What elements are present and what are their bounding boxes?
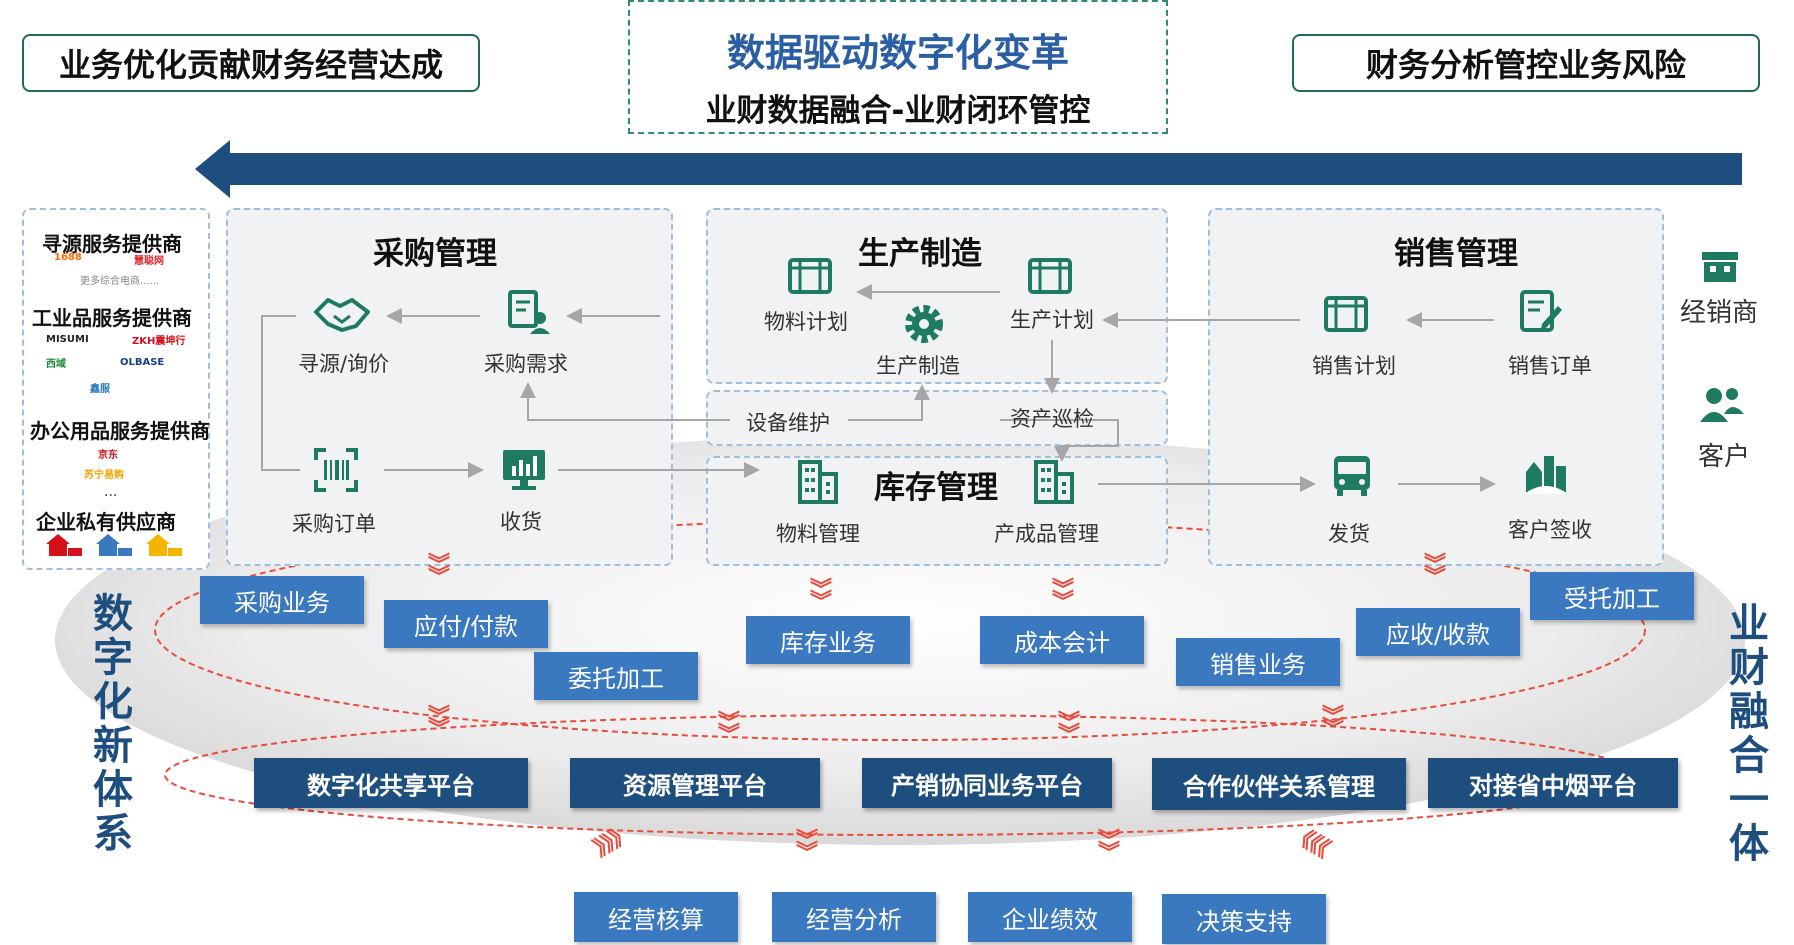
chevron-down-icon: ︾︾ xyxy=(1052,578,1074,615)
logo-more: 更多综合电商...... xyxy=(80,276,160,287)
chevron-down-icon: ︾︾ xyxy=(1098,829,1120,866)
logo-xinfu: 鑫服 xyxy=(90,384,110,395)
purchase-title: 采购管理 xyxy=(373,236,497,272)
left-vertical-label: 数字化新体系 xyxy=(93,591,133,857)
sales-title: 销售管理 xyxy=(1394,236,1518,272)
biz-outsource[interactable]: 委托加工 xyxy=(534,652,698,700)
calendar-plan-icon xyxy=(1324,296,1368,332)
maintenance-panel xyxy=(706,390,1168,446)
node-demand[interactable]: 采购需求 xyxy=(484,352,568,376)
center-title: 数据驱动数字化变革 xyxy=(726,31,1069,75)
customer-group-icon xyxy=(1700,388,1744,422)
supplier-group-sourcing: 寻源服务提供商 xyxy=(42,232,182,256)
platform-shared[interactable]: 数字化共享平台 xyxy=(254,758,528,808)
analysis-decision[interactable]: 决策支持 xyxy=(1162,894,1326,944)
calendar-plan-icon xyxy=(1028,258,1072,294)
gear-icon xyxy=(905,305,943,343)
logo-olbase: OLBASE xyxy=(120,357,165,368)
biz-cost-accounting[interactable]: 成本会计 xyxy=(980,616,1144,664)
platform-resource[interactable]: 资源管理平台 xyxy=(570,758,820,808)
private-supplier-icons xyxy=(46,534,182,556)
supplier-group-office: 办公用品服务提供商 xyxy=(30,419,210,443)
document-user-icon xyxy=(508,290,550,334)
chevron-down-icon: ︾︾ xyxy=(796,829,818,866)
node-maintenance[interactable]: 设备维护 xyxy=(746,411,830,435)
bus-icon xyxy=(1334,456,1370,496)
chevron-down-icon: ︾︾ xyxy=(1424,553,1446,590)
store-icon xyxy=(1702,252,1738,282)
header-right: 财务分析管控业务风险 xyxy=(1292,34,1760,92)
biz-sales[interactable]: 销售业务 xyxy=(1176,638,1340,686)
biz-purchase[interactable]: 采购业务 xyxy=(200,576,364,624)
chevron-down-icon: ︾︾ xyxy=(1322,705,1344,742)
node-sourcing[interactable]: 寻源/询价 xyxy=(298,352,390,376)
node-purchase-order[interactable]: 采购订单 xyxy=(292,512,376,536)
building-icon xyxy=(798,460,838,504)
node-production-plan[interactable]: 生产计划 xyxy=(1010,308,1094,332)
chevron-down-icon: ︾︾ xyxy=(1058,711,1080,748)
right-vertical-label: 业财融合一体 xyxy=(1729,601,1769,867)
chevron-down-icon: ︾︾ xyxy=(718,711,740,748)
biz-payable[interactable]: 应付/付款 xyxy=(384,600,548,648)
center-subtitle: 业财数据融合-业财闭环管控 xyxy=(705,93,1091,129)
chevron-down-icon: ︾︾ xyxy=(810,578,832,615)
node-finished-goods[interactable]: 产成品管理 xyxy=(994,522,1099,546)
calendar-plan-icon xyxy=(788,258,832,294)
production-panel xyxy=(706,208,1168,384)
biz-contract-processing[interactable]: 受托加工 xyxy=(1530,572,1694,620)
customer-label: 客户 xyxy=(1698,442,1751,472)
platform-tobacco[interactable]: 对接省中烟平台 xyxy=(1428,758,1678,808)
platform-collaboration[interactable]: 产销协同业务平台 xyxy=(862,758,1112,808)
biz-inventory[interactable]: 库存业务 xyxy=(746,616,910,664)
logo-suning: 苏宁易购 xyxy=(84,470,124,481)
node-ship[interactable]: 发货 xyxy=(1328,522,1370,546)
dealer-label: 经销商 xyxy=(1680,298,1759,328)
supplier-group-industrial: 工业品服务提供商 xyxy=(32,306,192,330)
analysis-operations[interactable]: 经营分析 xyxy=(772,892,936,942)
logo-misumi: MISUMI xyxy=(46,334,89,345)
sales-panel xyxy=(1208,208,1664,566)
node-manufacturing[interactable]: 生产制造 xyxy=(876,354,960,378)
building-icon xyxy=(1034,460,1074,504)
inventory-title: 库存管理 xyxy=(874,470,998,506)
biz-receivable[interactable]: 应收/收款 xyxy=(1356,608,1520,656)
inventory-panel xyxy=(706,456,1168,566)
logo-xiyu: 西域 xyxy=(46,359,66,370)
edit-document-icon xyxy=(1520,290,1562,332)
supplier-dots: ... xyxy=(104,484,118,500)
node-receive[interactable]: 收货 xyxy=(500,510,542,534)
analysis-performance[interactable]: 企业绩效 xyxy=(968,892,1132,942)
analysis-accounting[interactable]: 经营核算 xyxy=(574,892,738,942)
supplier-group-private: 企业私有供应商 xyxy=(36,510,176,534)
logo-zkh: ZKH震坤行 xyxy=(132,336,186,347)
node-material-plan[interactable]: 物料计划 xyxy=(764,310,848,334)
flow-arrow xyxy=(195,140,1742,198)
header-center: 数据驱动数字化变革 业财数据融合-业财闭环管控 xyxy=(628,0,1168,134)
node-sales-plan[interactable]: 销售计划 xyxy=(1312,354,1396,378)
customer-sign-icon xyxy=(1524,456,1568,494)
logo-1688: 1688 xyxy=(54,252,82,263)
production-title: 生产制造 xyxy=(858,236,982,272)
header-left: 业务优化贡献财务经营达成 xyxy=(22,34,480,92)
logo-jd: 京东 xyxy=(98,450,118,461)
chevron-down-icon: ︾︾ xyxy=(428,705,450,742)
logo-huicong: 慧聪网 xyxy=(134,256,164,267)
handshake-icon xyxy=(314,298,370,332)
barcode-scan-icon xyxy=(314,448,358,492)
monitor-chart-icon xyxy=(503,450,545,490)
node-sales-order[interactable]: 销售订单 xyxy=(1508,354,1592,378)
chevron-down-icon: ︾︾ xyxy=(428,553,450,590)
supplier-panel: 寻源服务提供商 1688 慧聪网 更多综合电商...... 工业品服务提供商 M… xyxy=(22,208,210,570)
node-material-mgmt[interactable]: 物料管理 xyxy=(776,522,860,546)
node-customer-sign[interactable]: 客户签收 xyxy=(1508,518,1592,542)
platform-partner[interactable]: 合作伙伴关系管理 xyxy=(1152,758,1406,810)
node-inspection[interactable]: 资产巡检 xyxy=(1010,407,1094,431)
